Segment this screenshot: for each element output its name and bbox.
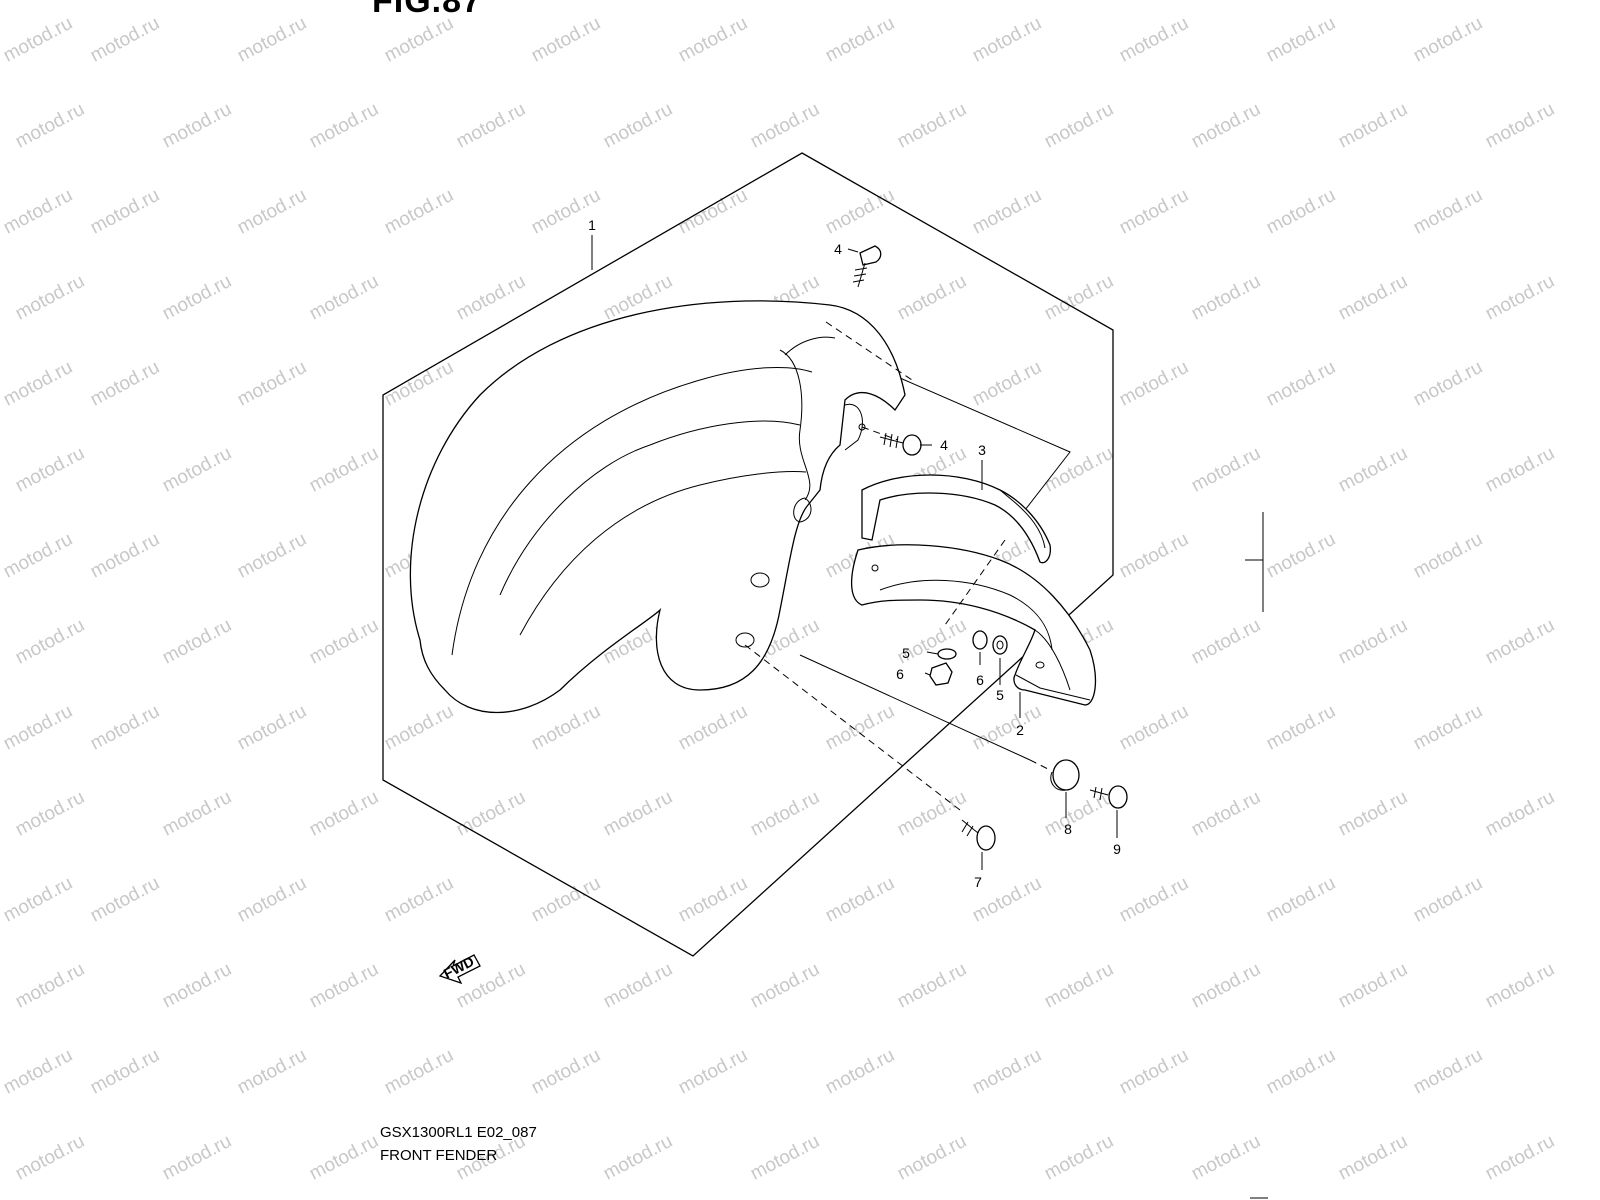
assembly-line-bolt-top xyxy=(825,321,913,381)
bolt-part-side xyxy=(879,432,922,456)
assembly-line-bolt-side xyxy=(861,426,899,441)
assembly-line-stay xyxy=(944,539,1006,626)
figure-name: FRONT FENDER xyxy=(380,1147,498,1164)
washer-part-left xyxy=(937,648,957,660)
callout-6-right: 6 xyxy=(976,672,984,688)
nut-part-left xyxy=(929,662,953,686)
callout-5-left: 5 xyxy=(902,645,910,661)
screw-part-9 xyxy=(1089,785,1128,809)
figure-title: FIG.87 xyxy=(372,0,482,20)
callout-4-side: 4 xyxy=(940,437,948,453)
callout-8: 8 xyxy=(1064,821,1072,837)
callout-5-right: 5 xyxy=(996,687,1004,703)
inner-fender-part xyxy=(850,544,1097,706)
callout-3: 3 xyxy=(978,442,986,458)
assembly-boundary xyxy=(382,152,1114,957)
fender-stay-part xyxy=(861,474,1051,564)
front-fender-part xyxy=(409,300,906,714)
callout-4-top: 4 xyxy=(834,241,842,257)
registration-mark xyxy=(1245,512,1264,612)
callout-2: 2 xyxy=(1016,722,1024,738)
leader-lines xyxy=(591,235,1118,870)
washer-part-right xyxy=(992,635,1008,655)
assembly-line-bolt-7 xyxy=(744,644,961,811)
fwd-arrow-icon: FWD xyxy=(438,953,481,985)
callout-6-left: 6 xyxy=(896,666,904,682)
bolt-part-top xyxy=(852,245,882,288)
assembly-line-grommet xyxy=(1029,759,1051,771)
callout-1: 1 xyxy=(588,217,596,233)
callout-7: 7 xyxy=(974,874,982,890)
callout-9: 9 xyxy=(1113,841,1121,857)
nut-part-right xyxy=(972,630,988,650)
model-code: GSX1300RL1 E02_087 xyxy=(380,1124,537,1141)
grommet-part xyxy=(1050,759,1080,791)
screw-part-7 xyxy=(961,819,996,851)
